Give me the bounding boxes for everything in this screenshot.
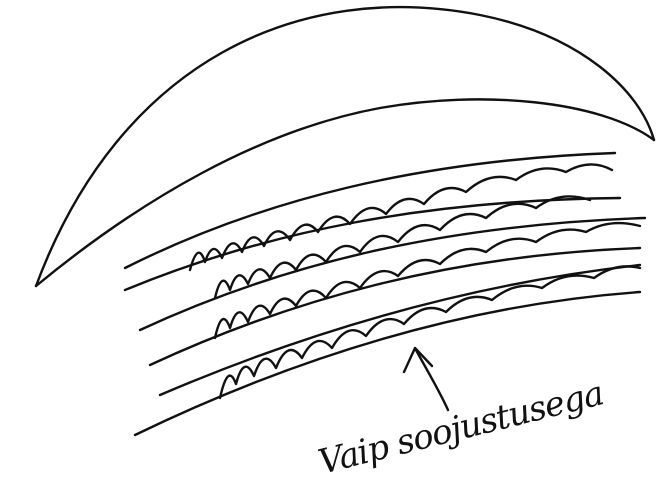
insulation-squiggle-4: [220, 266, 640, 398]
arrow-shaft: [416, 350, 448, 410]
outer-cover-curve: [36, 7, 654, 286]
layer-line-4: [150, 248, 640, 365]
insulation-squiggle-2: [215, 196, 590, 298]
arrow-head: [404, 348, 432, 372]
